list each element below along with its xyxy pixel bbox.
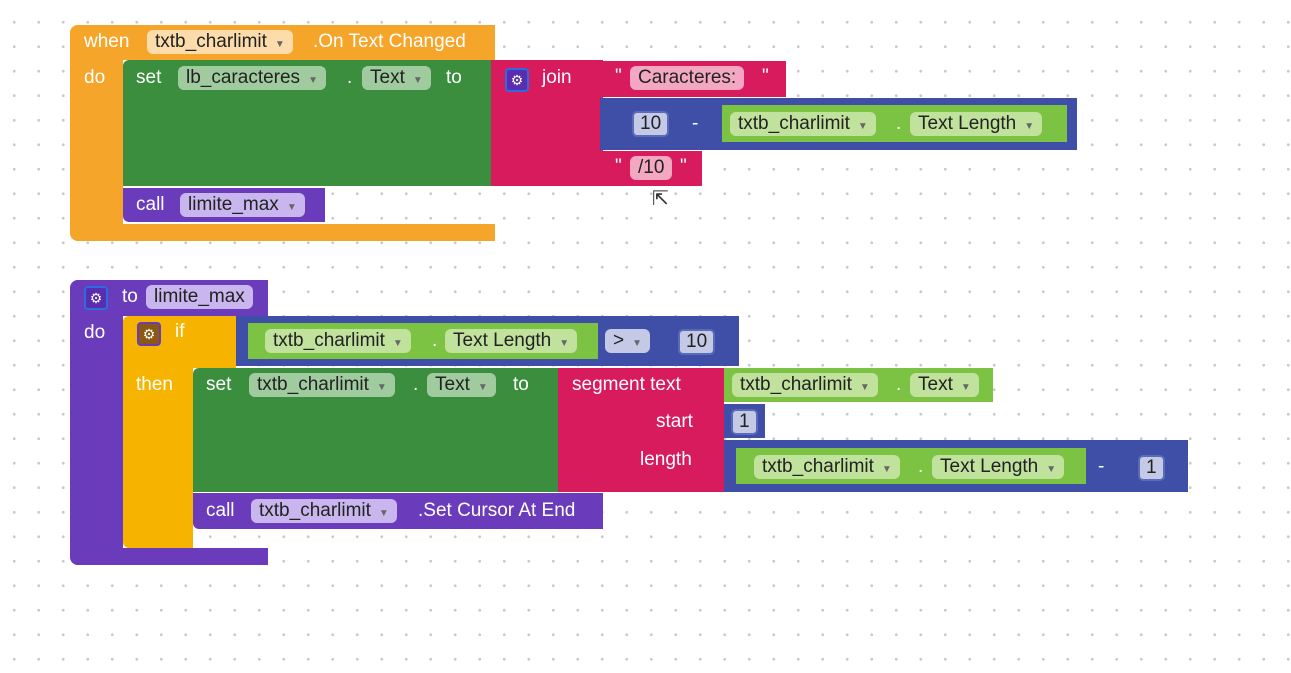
if-label: if — [175, 321, 185, 342]
join-label: join — [542, 67, 572, 88]
minus-operator: - — [692, 113, 699, 134]
to-label: to — [122, 286, 138, 307]
component-dropdown[interactable]: txtb_charlimit▼ — [730, 112, 876, 136]
component-dropdown[interactable]: txtb_charlimit▼ — [732, 373, 878, 397]
to-label: to — [513, 374, 529, 395]
text-field[interactable]: Caracteres: — [630, 66, 745, 90]
set-label: set — [136, 67, 162, 88]
gear-icon[interactable]: ⚙ — [137, 322, 161, 346]
do-label: do — [84, 322, 106, 343]
segment-label: segment text — [572, 374, 681, 395]
property-dropdown[interactable]: Text▼ — [362, 66, 431, 90]
segment-block[interactable] — [558, 368, 724, 492]
number-field[interactable]: 10 — [678, 329, 716, 355]
procedure-name-field[interactable]: limite_max — [146, 285, 253, 309]
method-name: .Set Cursor At End — [418, 500, 576, 521]
quote: " — [615, 156, 622, 177]
start-label: start — [656, 411, 693, 432]
mouse-cursor-icon: ⇱ — [652, 188, 669, 210]
procedure-dropdown[interactable]: limite_max▼ — [180, 193, 305, 217]
dot: . — [432, 330, 438, 351]
event-name: .On Text Changed — [313, 31, 466, 52]
target-dropdown[interactable]: txtb_charlimit▼ — [249, 373, 395, 397]
text-field[interactable]: /10 — [630, 156, 673, 180]
dot: . — [347, 67, 353, 88]
number-field[interactable]: 1 — [1138, 455, 1165, 481]
length-label: length — [640, 449, 692, 470]
component-dropdown[interactable]: txtb_charlimit▼ — [147, 30, 293, 54]
quote: " — [762, 66, 769, 87]
component-dropdown[interactable]: txtb_charlimit▼ — [754, 455, 900, 479]
quote: " — [680, 156, 687, 177]
property-dropdown[interactable]: Text Length▼ — [445, 329, 578, 353]
property-dropdown[interactable]: Text▼ — [427, 373, 496, 397]
property-dropdown[interactable]: Text Length▼ — [910, 112, 1043, 136]
quote: " — [615, 66, 622, 87]
property-dropdown[interactable]: Text▼ — [910, 373, 979, 397]
operator-dropdown[interactable]: >▼ — [605, 329, 651, 353]
to-label: to — [446, 67, 462, 88]
target-dropdown[interactable]: lb_caracteres▼ — [178, 66, 326, 90]
dot: . — [896, 374, 902, 395]
gear-icon[interactable]: ⚙ — [505, 68, 529, 92]
dot: . — [896, 113, 902, 134]
set-label: set — [206, 374, 232, 395]
do-label: do — [84, 67, 106, 88]
component-dropdown[interactable]: txtb_charlimit▼ — [251, 499, 397, 523]
number-field[interactable]: 10 — [632, 111, 670, 137]
gear-icon[interactable]: ⚙ — [84, 286, 108, 310]
property-dropdown[interactable]: Text Length▼ — [932, 455, 1065, 479]
number-field[interactable]: 1 — [731, 409, 758, 435]
dot: . — [413, 374, 419, 395]
when-label: when — [84, 31, 130, 52]
minus-operator: - — [1098, 456, 1105, 477]
then-label: then — [136, 374, 173, 395]
call-label: call — [206, 500, 235, 521]
call-label: call — [136, 194, 165, 215]
dot: . — [918, 456, 924, 477]
component-dropdown[interactable]: txtb_charlimit▼ — [265, 329, 411, 353]
